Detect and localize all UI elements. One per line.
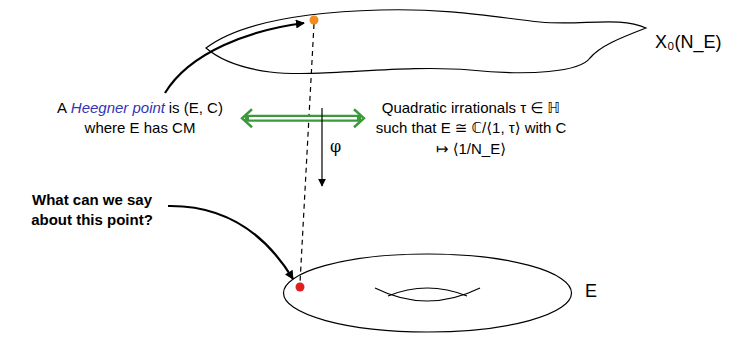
text-block: Heegner point [71, 99, 165, 116]
arrow-head [242, 109, 252, 127]
double-arrow-line [245, 115, 361, 122]
callout-arrow [165, 23, 304, 93]
heegner-point [310, 16, 319, 25]
question-label: What can we say about this point? [22, 190, 162, 229]
double-arrow-gap [249, 117, 357, 120]
callout-arrow [168, 206, 293, 279]
text-node: AHeegner pointis (E, C) where E has CM [42, 98, 238, 139]
connector [322, 108, 323, 186]
map-arrow [321, 108, 322, 186]
blob-node: X₀(N_E) [200, 2, 650, 80]
curve-label: E [585, 279, 597, 303]
torus-outline [375, 288, 480, 301]
map-label: φ [330, 137, 341, 156]
torus-outline [280, 252, 575, 334]
image-point [296, 283, 305, 292]
connector [242, 109, 364, 127]
torus-node: E [280, 252, 575, 334]
dashed-line [300, 24, 314, 283]
text-block: A [57, 99, 67, 116]
torus-outline [284, 254, 572, 332]
arrow-head [354, 109, 364, 127]
curve-outline [206, 10, 646, 74]
torus-outline [388, 288, 467, 296]
text-block: Quadratic irrationals τ ∈ ℍ such that E … [368, 98, 574, 159]
curve-label: X₀(N_E) [655, 30, 721, 54]
text-node: Quadratic irrationals τ ∈ ℍ such that E … [368, 98, 574, 159]
curve-outline [200, 2, 650, 80]
